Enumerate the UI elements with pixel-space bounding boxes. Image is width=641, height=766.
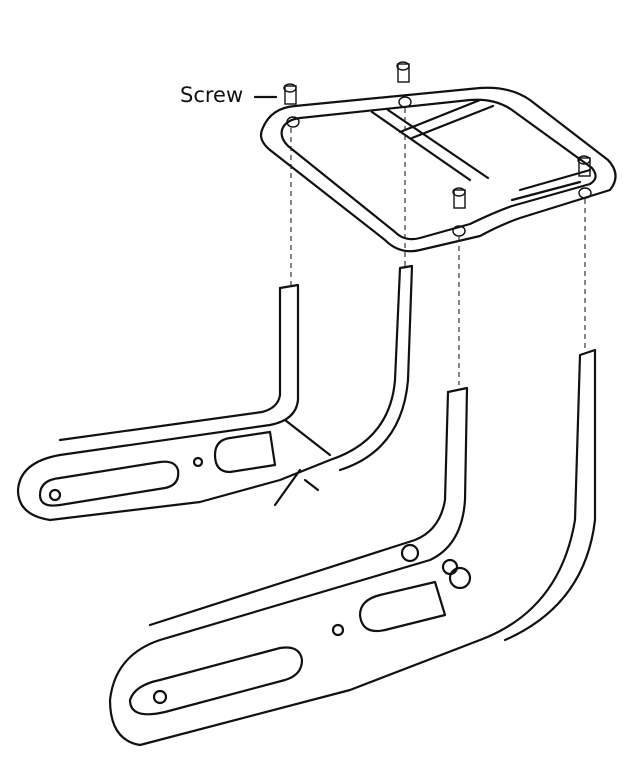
- screws: [283, 61, 592, 237]
- left-bracket: [16, 264, 414, 522]
- right-bracket: [108, 348, 597, 747]
- screw-icon: [283, 83, 300, 128]
- screw-label: Screw: [180, 83, 244, 107]
- screw-icon: [452, 187, 466, 237]
- screw-icon: [577, 155, 592, 199]
- top-rack: [259, 86, 617, 253]
- screw-icon: [396, 61, 412, 108]
- alignment-lines: [290, 108, 586, 385]
